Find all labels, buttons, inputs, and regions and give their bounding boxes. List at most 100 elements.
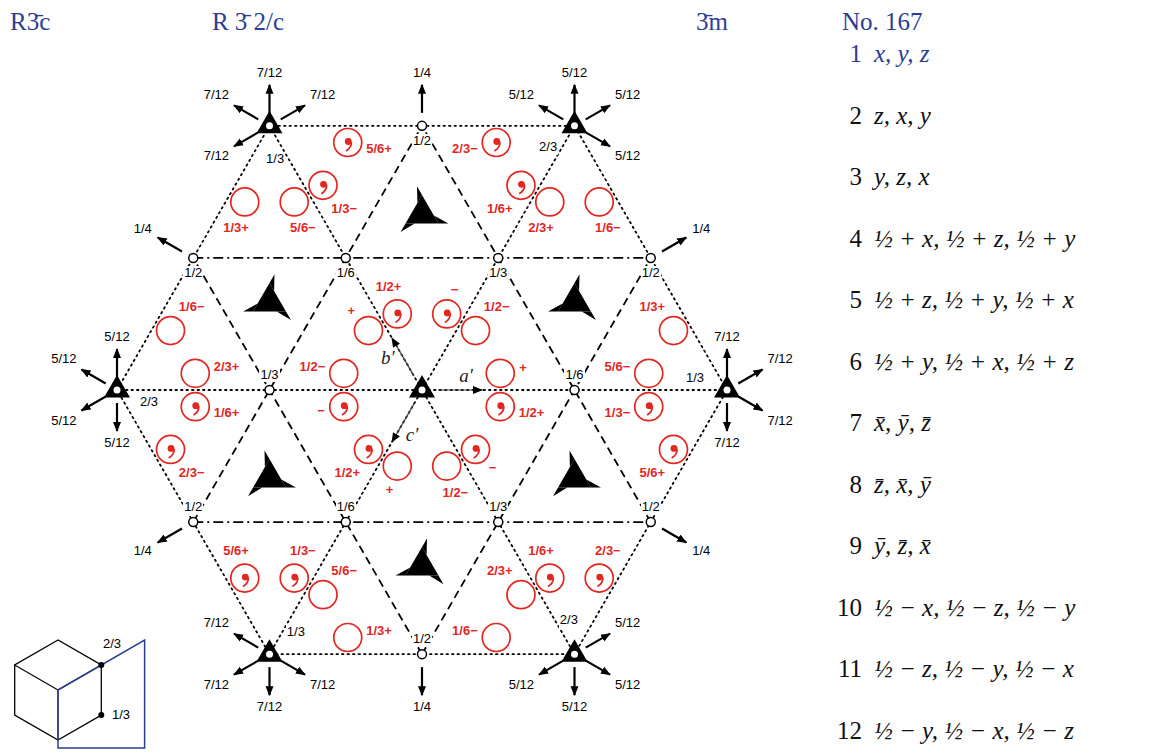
inversion-dot [114, 387, 121, 394]
height-label: 2/3 [559, 613, 579, 627]
screw-axis-symbol [401, 186, 449, 232]
twofold-axis-arrow [738, 397, 762, 411]
twofold-axes [81, 85, 762, 695]
inversion-centre [341, 518, 350, 527]
glide-line-dashed [193, 126, 422, 522]
height-label: 1/3 [286, 625, 306, 639]
operation-number: 4 [850, 225, 863, 253]
position-circle [462, 317, 490, 345]
general-position [383, 452, 411, 480]
twofold-axis-arrow [116, 403, 118, 431]
axis-height-label: 7/12 [203, 88, 230, 102]
cell-inset [15, 640, 145, 748]
position-circle [486, 359, 514, 387]
axis-label: c′ [405, 425, 420, 446]
screw-flag [401, 223, 415, 232]
axis-arrow [438, 389, 482, 390]
general-position [383, 300, 411, 328]
position-circle [433, 452, 461, 480]
general-position [309, 581, 337, 609]
general-position [585, 188, 613, 216]
axis-height-label: 7/12 [203, 616, 230, 630]
comma-tail [346, 142, 351, 151]
axis-height-label: 7/12 [256, 700, 283, 714]
position-height: 2/3− [594, 544, 622, 558]
triangle [104, 375, 130, 398]
coordinate-triplet: ȳ, z̄, x̄ [874, 532, 931, 560]
coordinate-triplet: y, z, x [874, 163, 930, 191]
symmetry-symbols [104, 111, 740, 662]
screw-flag [586, 480, 601, 488]
position-circle [482, 128, 510, 156]
general-position [433, 300, 461, 328]
comma-tail [548, 577, 553, 586]
axis-height-label: 5/12 [614, 678, 641, 692]
c-glide-line [270, 126, 575, 654]
axis-height-label: 1/4 [412, 66, 432, 80]
axis-height-label: 5/12 [50, 414, 77, 428]
position-circle [181, 359, 209, 387]
general-position [507, 581, 535, 609]
screw-flag [570, 450, 575, 467]
twofold-axis-arrow [234, 661, 258, 675]
coordinate-triplet: ½ − z, ½ − y, ½ − x [874, 655, 1074, 683]
full-symbol: R 3̄ 2/c [212, 8, 284, 36]
twofold-axis-arrow [573, 667, 575, 695]
position-height: 1/2− [442, 486, 470, 500]
general-position [462, 435, 490, 463]
axis-label: b′ [380, 348, 396, 369]
axis-height-label: 5/12 [561, 66, 588, 80]
comma-tail [494, 142, 499, 151]
inversion-dot [266, 122, 273, 129]
coordinate-triplet: ½ + x, ½ + z, ½ + y [874, 225, 1075, 253]
axis-height-label: 5/12 [561, 700, 588, 714]
position-circle [280, 188, 308, 216]
height-label: 1/3 [265, 152, 285, 166]
axis-height-label: 5/12 [508, 88, 535, 102]
position-height: 1/6− [178, 300, 206, 314]
inversion-dot [724, 387, 731, 394]
general-position [536, 564, 564, 592]
coordinate-triplet: z̄, x̄, ȳ [874, 471, 931, 499]
height-label: 1/2 [412, 134, 432, 148]
twofold-axis-arrow [268, 667, 270, 695]
screw-axis-symbol [396, 538, 444, 584]
operation-number: 8 [850, 471, 863, 499]
axis-height-label: 7/12 [309, 88, 336, 102]
position-height: 2/3+ [213, 360, 241, 374]
comma-tail [169, 449, 174, 458]
comma-tail [474, 449, 479, 458]
twofold-axis-arrow [281, 661, 305, 675]
height-label: 1/6 [564, 368, 584, 382]
position-height: 1/6+ [527, 544, 555, 558]
position-circle [659, 435, 687, 463]
twofold-axis-arrow [539, 661, 563, 675]
twofold-axis-arrow [586, 132, 610, 146]
glide-line-dash-dot [193, 257, 651, 259]
twofold-axis-arrow [81, 397, 105, 411]
general-position [659, 435, 687, 463]
axis-height-label: 5/12 [103, 330, 130, 344]
position-height: 1/2− [483, 300, 511, 314]
operation-number: 2 [850, 102, 863, 130]
inset-point [98, 712, 104, 718]
twofold-axis-arrow [421, 85, 423, 113]
inversion-centre [494, 518, 503, 527]
rotoinversion-axis-symbol [257, 639, 283, 662]
position-circle [231, 564, 259, 592]
twofold-axis-arrow [586, 105, 610, 119]
position-circle [585, 564, 613, 592]
cell-outline [117, 126, 727, 654]
rotoinversion-axis-symbol [409, 375, 435, 398]
c-glide-line [270, 126, 575, 654]
operation-number: 11 [838, 655, 862, 683]
glide-line-dash-dot [193, 521, 651, 523]
general-position [334, 624, 362, 652]
position-height: 1/2+ [375, 280, 403, 294]
inset-point [98, 662, 104, 668]
screw-flag [422, 538, 427, 555]
inversion-dot [571, 122, 578, 129]
general-position [157, 317, 185, 345]
inversion-centre [265, 386, 274, 395]
